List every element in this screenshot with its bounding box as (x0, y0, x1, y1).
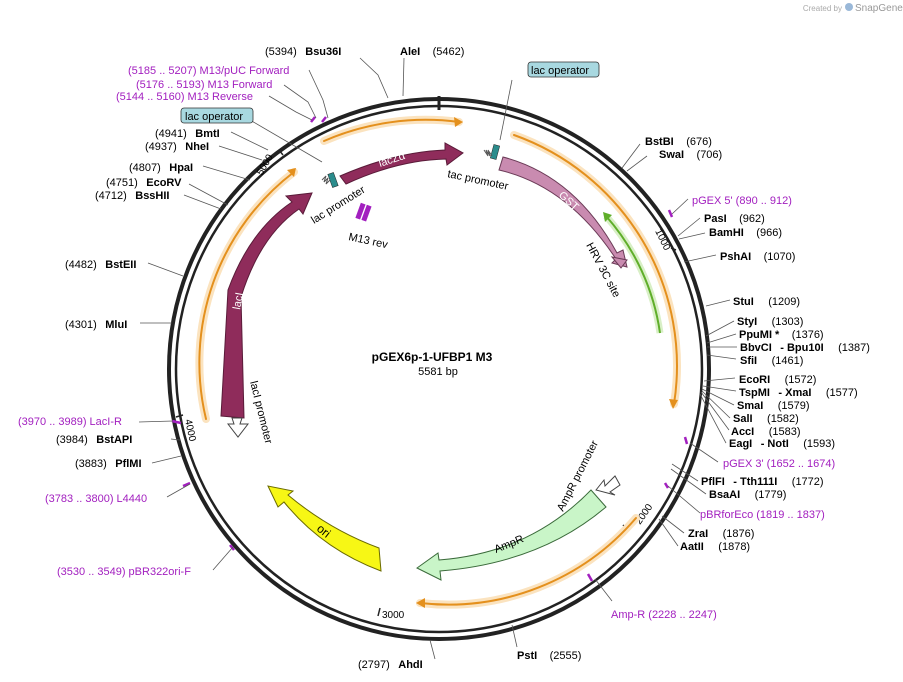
site-sali: SalI (1582) (733, 409, 799, 426)
lac-operator-top-glyph (489, 144, 501, 160)
lac-operator-top-label: lac operator (531, 65, 589, 77)
snapgene-text: SnapGene (855, 3, 903, 14)
tac-promoter-label: tac promoter (446, 168, 509, 193)
site-zrai: ZraI (1876) (688, 524, 754, 541)
site-bmti: (4941) BmtI (155, 124, 220, 141)
site-ahdi: (2797) AhdI (358, 655, 423, 672)
primer-m13-forward: (5176 .. 5193) M13 Forward (136, 79, 272, 91)
site-psti: PstI (2555) (517, 646, 581, 663)
lac-operator-left-label: lac operator (185, 111, 243, 123)
orange-track-arrowheads (287, 117, 678, 608)
plasmid-name: pGEX6p-1-UFBP1 M3 (372, 350, 493, 364)
site-pflmi: (3883) PflMI (75, 454, 142, 471)
green-track-halo (603, 213, 664, 334)
lac-operator-left-glyph (327, 172, 339, 188)
green-track-arrowhead (603, 212, 612, 222)
lac-operator-top-box (527, 61, 600, 78)
ampr-feature (416, 489, 607, 581)
site-hpai: (4807) HpaI (129, 158, 193, 175)
site-swai: SwaI (706) (659, 145, 722, 162)
tick-label-3000: 3000 (382, 610, 405, 621)
tick-label-4000: 4000 (182, 418, 197, 442)
site-bamhi: BamHI (966) (709, 223, 782, 240)
site-bsshii: (4712) BssHII (95, 186, 170, 203)
site-tspmi: TspMI - XmaI (1577) (739, 383, 858, 400)
primer-pbrforeco: pBRforEco (1819 .. 1837) (700, 509, 825, 521)
site-mlui: (4301) MluI (65, 315, 127, 332)
site-acci: AccI (1583) (731, 422, 801, 439)
ori-feature (267, 485, 382, 572)
primer-laci-r: (3970 .. 3989) LacI-R (18, 416, 122, 428)
site-sfii: SfiI (1461) (740, 351, 803, 368)
laci-label: lacI (231, 292, 246, 311)
promoter-zigzag-glyphs (321, 149, 493, 185)
primer-m13-puc-forward: (5185 .. 5207) M13/pUC Forward (128, 65, 289, 77)
gst-feature (498, 156, 628, 268)
primer-pbr322ori-f: (3530 .. 3549) pBR322ori-F (57, 566, 191, 578)
site-bbvci: BbvCI - Bpu10I (1387) (740, 338, 870, 355)
m13-rev-label: M13 rev (347, 231, 389, 251)
site-smai: SmaI (1579) (737, 396, 810, 413)
laci-promoter-label: lacI promoter (247, 380, 274, 446)
site-stui: StuI (1209) (733, 292, 800, 309)
site-ecori: EcoRI (1572) (739, 370, 816, 387)
site-eagi: EagI - NotI (1593) (729, 434, 835, 451)
site-bsteii: (4482) BstEII (65, 255, 136, 272)
site-pflfi: PflFI - Tth111I (1772) (701, 472, 824, 489)
primer-pgex-5: pGEX 5' (890 .. 912) (692, 195, 792, 207)
site-bsaai: BsaAI (1779) (709, 485, 786, 502)
plasmid-size: 5581 bp (418, 366, 458, 378)
laci-feature (220, 192, 313, 419)
site-pshai: PshAI (1070) (720, 247, 795, 264)
lac-promoter-label: lac promoter (309, 184, 367, 227)
site-styi: StyI (1303) (737, 312, 803, 329)
site-ecorv: (4751) EcoRV (106, 173, 182, 190)
laci-promoter-arrow (226, 417, 250, 438)
primer-amp-r: Amp-R (2228 .. 2247) (611, 609, 717, 621)
snapgene-logo-icon (845, 3, 853, 11)
lac-operator-left-box (180, 107, 254, 124)
site-bstapi: (3984) BstAPI (56, 430, 132, 447)
site-bsu36i: (5394) Bsu36I (265, 42, 341, 59)
site-alei: AleI (5462) (400, 42, 464, 59)
primer-l4440: (3783 .. 3800) L4440 (45, 493, 147, 505)
site-nhei: (4937) NheI (145, 137, 209, 154)
site-aatii: AatII (1878) (680, 537, 750, 554)
site-ppumi: PpuMI * (1376) (739, 325, 824, 342)
site-pasi: PasI (962) (704, 209, 765, 226)
site-bstbi: BstBI (676) (645, 132, 712, 149)
primer-m13-reverse: (5144 .. 5160) M13 Reverse (116, 91, 253, 103)
created-by-text: Created by (803, 4, 842, 13)
m13-rev-glyph (355, 202, 372, 222)
lacza-feature (339, 142, 464, 185)
leader-lines (138, 57, 737, 660)
ampr-promoter-arrow (595, 475, 621, 496)
primer-marks (171, 116, 689, 582)
hrv-3c-site-label: HRV 3C site (583, 241, 622, 300)
orange-tracks (195, 115, 681, 609)
hrv-3c-site-glyph (610, 256, 628, 269)
green-track (605, 215, 661, 334)
primer-pgex-3: pGEX 3' (1652 .. 1674) (723, 458, 835, 470)
